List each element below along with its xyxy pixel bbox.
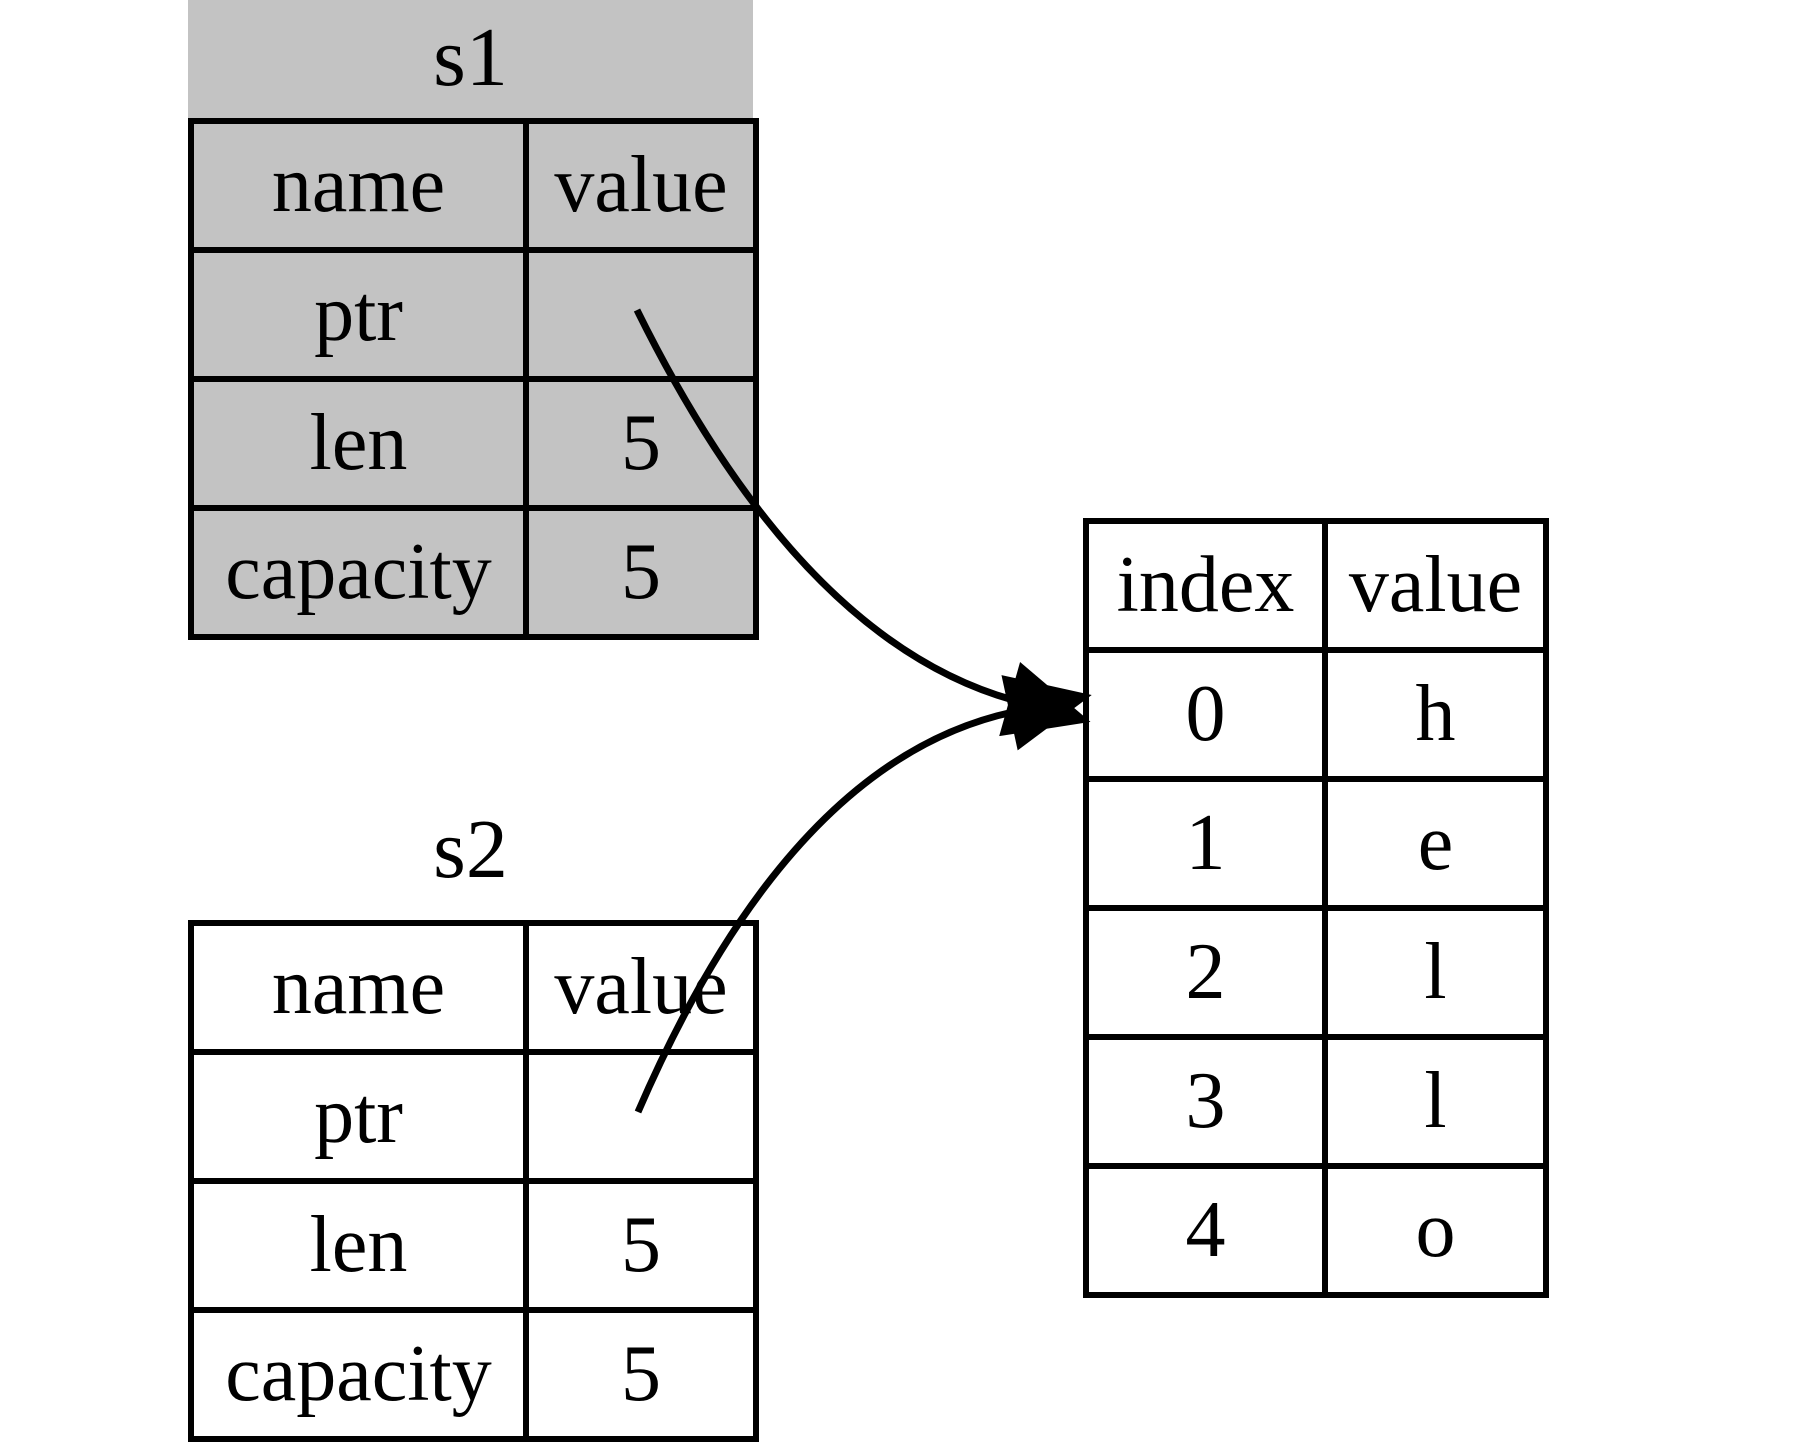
s1-row-ptr: ptr (188, 247, 759, 382)
s2-len-label: len (188, 1178, 529, 1313)
s2-row-capacity: capacity 5 (188, 1307, 759, 1442)
heap-value-4: o (1322, 1163, 1549, 1298)
s2-len-value: 5 (523, 1178, 759, 1313)
s1-ptr-label: ptr (188, 247, 529, 382)
s2-header-name: name (188, 920, 529, 1055)
heap-index-2: 2 (1083, 905, 1328, 1040)
s2-stack-table: name value ptr len 5 capacity 5 (188, 920, 759, 1442)
heap-index-1: 1 (1083, 776, 1328, 911)
s1-row-capacity: capacity 5 (188, 505, 759, 640)
s1-title: s1 (433, 11, 508, 104)
heap-row-2: 2 l (1083, 905, 1549, 1040)
s1-capacity-label: capacity (188, 505, 529, 640)
s1-stack-table: name value ptr len 5 capacity 5 (188, 118, 759, 640)
s1-header-row: name value (188, 118, 759, 253)
heap-value-1: e (1322, 776, 1549, 911)
s2-capacity-label: capacity (188, 1307, 529, 1442)
heap-row-3: 3 l (1083, 1034, 1549, 1169)
s2-row-ptr: ptr (188, 1049, 759, 1184)
s2-header-row: name value (188, 920, 759, 1055)
s2-header-value: value (523, 920, 759, 1055)
s1-ptr-value-cell (523, 247, 759, 382)
heap-header-index: index (1083, 518, 1328, 653)
s2-title: s2 (433, 803, 508, 896)
heap-row-0: 0 h (1083, 647, 1549, 782)
s1-len-label: len (188, 376, 529, 511)
s2-row-len: len 5 (188, 1178, 759, 1313)
s2-ptr-value-cell (523, 1049, 759, 1184)
heap-value-0: h (1322, 647, 1549, 782)
heap-header-value: value (1322, 518, 1549, 653)
s1-header-value: value (523, 118, 759, 253)
heap-value-3: l (1322, 1034, 1549, 1169)
heap-row-4: 4 o (1083, 1163, 1549, 1298)
s1-row-len: len 5 (188, 376, 759, 511)
s2-capacity-value: 5 (523, 1307, 759, 1442)
heap-row-1: 1 e (1083, 776, 1549, 911)
heap-index-3: 3 (1083, 1034, 1328, 1169)
s1-len-value: 5 (523, 376, 759, 511)
s2-ptr-label: ptr (188, 1049, 529, 1184)
heap-buffer-table: index value 0 h 1 e 2 l 3 l 4 o (1083, 518, 1549, 1298)
s1-capacity-value: 5 (523, 505, 759, 640)
heap-value-2: l (1322, 905, 1549, 1040)
heap-header-row: index value (1083, 518, 1549, 653)
heap-index-0: 0 (1083, 647, 1328, 782)
heap-index-4: 4 (1083, 1163, 1328, 1298)
s1-header-name: name (188, 118, 529, 253)
